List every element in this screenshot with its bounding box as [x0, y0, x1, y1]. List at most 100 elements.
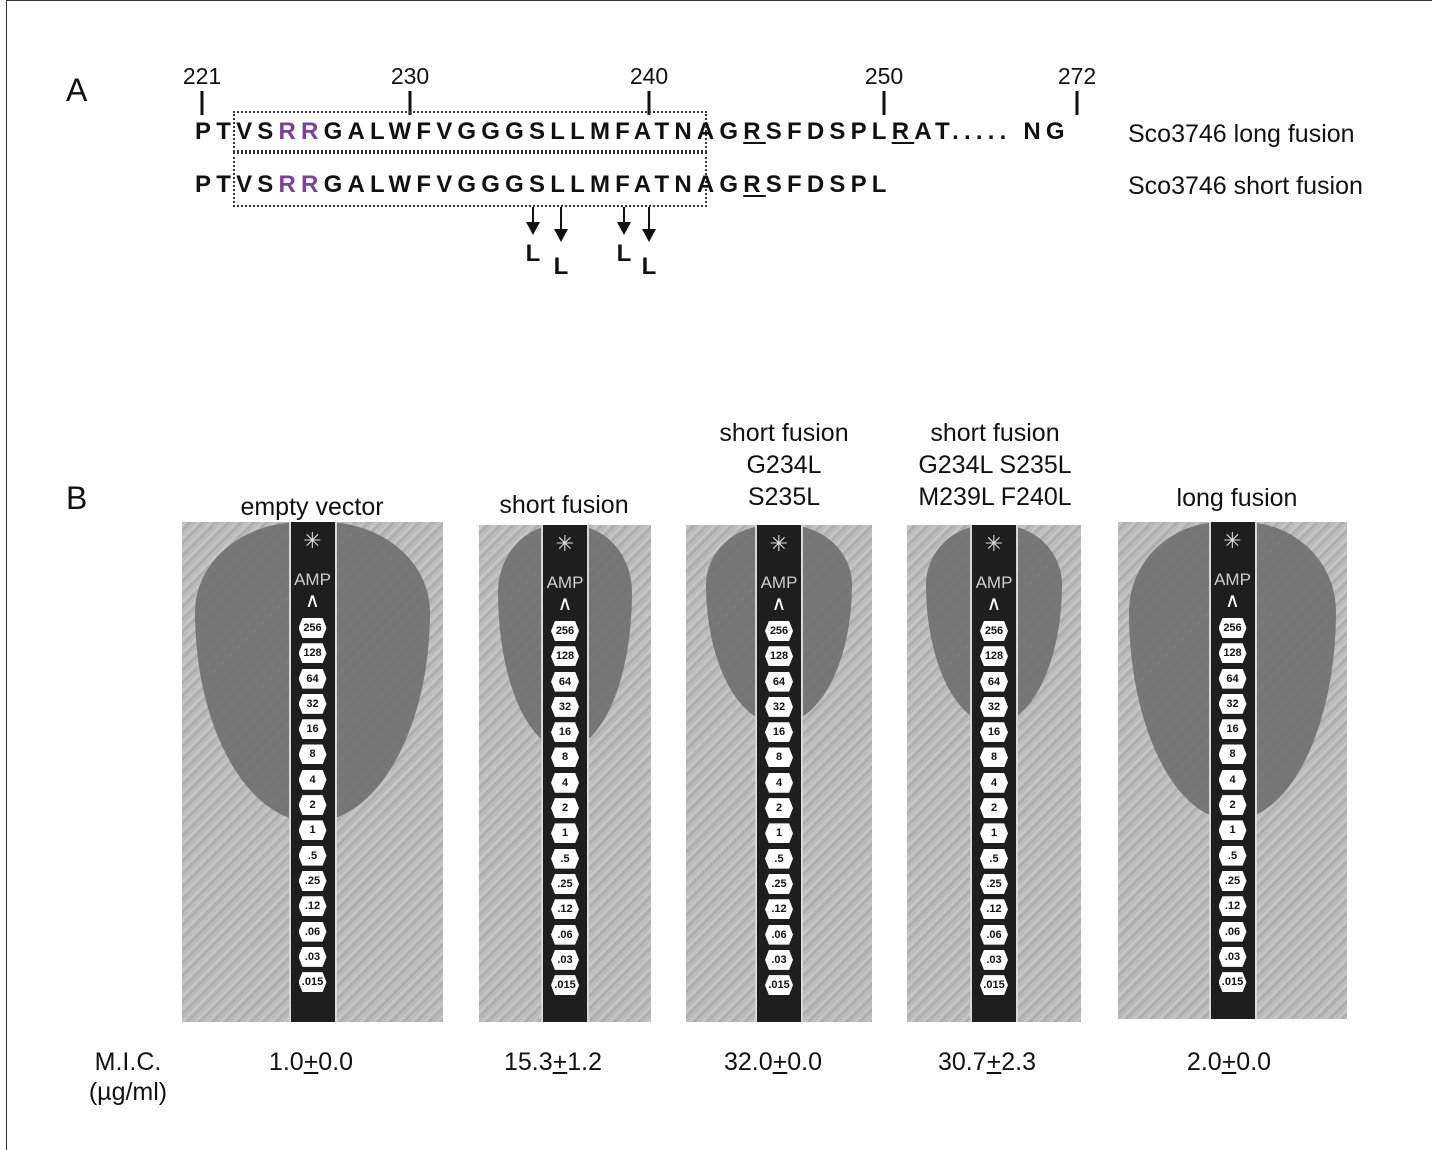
strip-scale-mark: 64: [1218, 668, 1247, 689]
mutation-arrow-shaft: [623, 207, 625, 224]
condition-title-empty-vector: empty vector: [240, 493, 384, 521]
strip-scale-mark: .5: [1218, 845, 1247, 866]
strip-scale-mark: 256: [551, 621, 579, 641]
strip-logo-icon: ✳: [303, 528, 322, 553]
strip-logo-icon: ✳: [984, 531, 1004, 556]
short-fusion-sequence: PTVSRRGALWFVGGGSLLMFATNAGRSFDSPL: [195, 171, 892, 198]
position-240: 240: [629, 63, 669, 89]
mutation-residue: L: [616, 240, 632, 267]
strip-scale-mark: 4: [980, 772, 1008, 793]
strip-scale-mark: 1: [298, 820, 327, 841]
strip-scale-mark: 128: [765, 646, 793, 667]
strip-scale-mark: 64: [298, 668, 327, 689]
strip-scale-mark: 64: [551, 671, 579, 692]
strip-scale-mark: 16: [980, 722, 1008, 743]
strip-scale-mark: 256: [1218, 618, 1247, 638]
strip-scale-mark: .03: [551, 949, 579, 970]
strip-antibiotic-label: AMP: [760, 573, 798, 592]
condition-title-short-fusion-double: short fusion G234L S235L: [719, 419, 849, 511]
mutation-arrow-head: [617, 222, 631, 235]
mutation-arrow-shaft: [648, 207, 650, 231]
mic-value-long-fusion: 2.0+0.0: [1186, 1048, 1272, 1076]
position-250: 250: [864, 63, 904, 89]
strip-scale-mark: .015: [298, 972, 327, 993]
strip-scale-mark: .03: [298, 946, 327, 967]
strip-scale-mark: 8: [551, 747, 579, 768]
strip-scale-mark: .03: [1218, 946, 1247, 967]
strip-scale-mark: 32: [765, 696, 793, 717]
chevron-up-icon: ∧: [986, 593, 1002, 615]
strip-scale-mark: 1: [765, 823, 793, 844]
strip-logo-icon: ✳: [769, 531, 789, 556]
strip-scale-mark: .12: [765, 899, 793, 920]
strip-scale-mark: .25: [551, 873, 579, 894]
strip-scale-mark: .015: [551, 975, 579, 996]
long-fusion-sequence: PTVSRRGALWFVGGGSLLMFATNAGRSFDSPLRAT.....…: [195, 118, 1070, 145]
strip-scale-mark: .06: [551, 924, 579, 945]
strip-scale-mark: 16: [298, 719, 327, 740]
signal-region-box-short: [233, 152, 707, 207]
mic-value-short-fusion-double: 32.0+0.0: [723, 1048, 823, 1076]
strip-scale-mark: .25: [298, 870, 327, 891]
strip-antibiotic-label: AMP: [546, 573, 584, 592]
strip-scale-mark: .12: [551, 899, 579, 920]
strip-scale-mark: 2: [1218, 795, 1247, 816]
strip-scale-mark: 256: [765, 621, 793, 641]
strip-scale-mark: 8: [298, 744, 327, 765]
strip-scale-mark: 128: [551, 646, 579, 667]
strip-scale-mark: .5: [551, 848, 579, 869]
position-272: 272: [1057, 63, 1097, 89]
strip-scale-mark: 256: [298, 618, 327, 638]
strip-scale-mark: .06: [765, 924, 793, 945]
strip-scale-mark: .5: [980, 848, 1008, 869]
condition-title-long-fusion: long fusion: [1176, 484, 1298, 512]
strip-scale-mark: 4: [1218, 769, 1247, 790]
long-fusion-label: Sco3746 long fusion: [1128, 120, 1355, 148]
strip-scale-mark: .12: [980, 899, 1008, 920]
mutation-arrow-shaft: [560, 207, 562, 231]
position-221: 221: [182, 63, 222, 89]
strip-scale-mark: 4: [765, 772, 793, 793]
position-tick: [647, 91, 651, 115]
strip-logo-icon: ✳: [555, 531, 575, 556]
position-tick: [200, 91, 204, 115]
mic-label: M.I.C. (µg/ml): [88, 1048, 168, 1106]
strip-scale-mark: 2: [551, 798, 579, 819]
mic-value-empty-vector: 1.0+0.0: [268, 1048, 354, 1076]
mutation-arrow-head: [554, 229, 568, 242]
chevron-up-icon: ∧: [557, 593, 573, 615]
chevron-up-icon: ∧: [305, 590, 320, 612]
chevron-up-icon: ∧: [771, 593, 787, 615]
mic-value-short-fusion: 15.3+1.2: [503, 1048, 603, 1076]
strip-scale-mark: 1: [551, 823, 579, 844]
strip-scale-mark: .25: [980, 873, 1008, 894]
mutation-residue: L: [641, 253, 657, 280]
strip-scale-mark: .03: [980, 949, 1008, 970]
strip-scale-mark: 256: [980, 621, 1008, 641]
strip-logo-icon: ✳: [1223, 528, 1242, 553]
strip-scale-mark: 1: [1218, 820, 1247, 841]
position-230: 230: [390, 63, 430, 89]
strip-antibiotic-label: AMP: [1214, 570, 1251, 589]
strip-scale-mark: 2: [980, 798, 1008, 819]
strip-scale-mark: .015: [765, 975, 793, 996]
strip-scale-mark: 1: [980, 823, 1008, 844]
strip-scale-mark: 128: [298, 643, 327, 664]
position-tick: [408, 91, 412, 115]
strip-scale-mark: 16: [551, 722, 579, 743]
position-tick: [1075, 91, 1079, 115]
strip-scale-mark: 64: [980, 671, 1008, 692]
strip-scale-mark: 16: [765, 722, 793, 743]
short-fusion-label: Sco3746 short fusion: [1128, 172, 1363, 200]
figure-frame: [6, 0, 1432, 1150]
